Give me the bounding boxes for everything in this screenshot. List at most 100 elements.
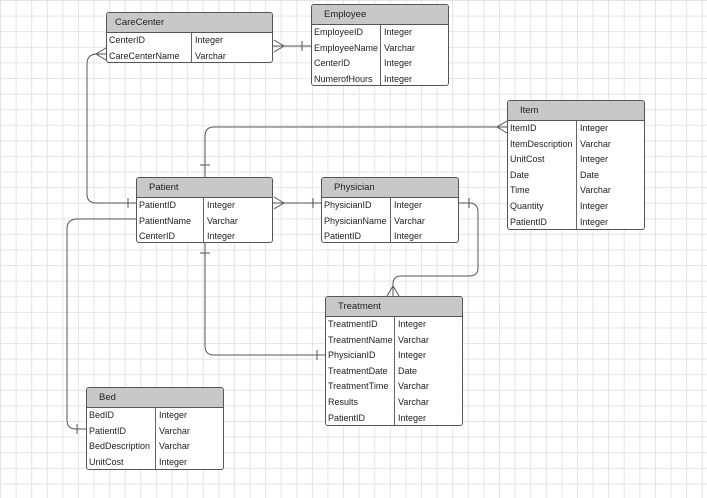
mark-many-treatment [386, 285, 400, 297]
entity-item[interactable]: Item ItemID Integer ItemDescription Varcha… [507, 100, 645, 230]
entity-bed-title: Bed [87, 388, 223, 408]
attribute-row: EmployeeID Integer [312, 25, 448, 41]
attribute-name: PatientID [328, 412, 366, 423]
attribute-name: BedID [89, 410, 115, 420]
attribute-name: PatientID [139, 200, 177, 210]
mark-many-item [496, 120, 508, 134]
attribute-row: BedDescription Varchar [87, 439, 223, 455]
mark-many-carecenter [95, 47, 107, 61]
attribute-type: Varchar [159, 441, 190, 452]
attribute-name: ItemDescription [510, 138, 573, 149]
attribute-type: Integer [398, 412, 427, 423]
attribute-name: PatientID [324, 231, 362, 242]
attribute-type: Varchar [394, 215, 425, 226]
attribute-type: Integer [207, 231, 236, 242]
attribute-name: ItemID [510, 123, 537, 133]
attribute-name: CenterID [109, 35, 146, 45]
attribute-name: BedDescription [89, 441, 151, 452]
attribute-type: Integer [384, 73, 413, 84]
entity-physician[interactable]: Physician PhysicianID Integer PhysicianNa… [321, 177, 459, 243]
attribute-type: Varchar [384, 42, 415, 53]
attribute-name: TreatmentTime [328, 381, 389, 392]
attribute-name: Time [510, 185, 530, 196]
attribute-row: PatientID Integer [322, 229, 458, 242]
rel-patient-treatment [204, 243, 326, 356]
attribute-row: ItemDescription Varchar [508, 137, 644, 153]
attribute-row: CenterID Integer [137, 229, 272, 242]
attribute-type: Integer [580, 123, 609, 133]
attribute-type: Integer [398, 319, 427, 329]
rel-patient-bed [66, 218, 137, 430]
entity-carecenter-title: CareCenter [107, 13, 272, 33]
attribute-row: Quantity Integer [508, 199, 644, 215]
attribute-type: Date [580, 169, 600, 180]
attribute-name: CareCenterName [109, 50, 180, 61]
attribute-row: TreatmentTime Varchar [326, 379, 462, 395]
attribute-name: TreatmentDate [328, 365, 388, 376]
attribute-name: EmployeeID [314, 27, 364, 37]
attribute-type: Integer [580, 200, 609, 211]
attribute-row: PhysicianName Varchar [322, 214, 458, 230]
attribute-name: TreatmentID [328, 319, 378, 329]
attribute-row: PatientID Integer [137, 198, 272, 214]
attribute-row: PatientID Integer [326, 411, 462, 425]
attribute-name: UnitCost [510, 154, 545, 165]
attribute-name: PatientName [139, 215, 192, 226]
attribute-name: PhysicianID [324, 200, 372, 210]
attribute-name: PhysicianName [324, 215, 387, 226]
attribute-name: Results [328, 396, 359, 407]
entity-employee-title: Employee [312, 5, 448, 25]
entity-patient-title: Patient [137, 178, 272, 198]
attribute-type: Integer [580, 216, 609, 227]
attribute-type: Integer [159, 410, 188, 420]
mark-many-employee [273, 39, 285, 53]
attribute-type: Varchar [398, 334, 429, 345]
attribute-type: Integer [384, 27, 413, 37]
attribute-type: Varchar [159, 425, 190, 436]
attribute-row: NumerofHours Integer [312, 72, 448, 85]
attribute-name: PatientID [89, 425, 127, 436]
attribute-type: Varchar [580, 138, 611, 149]
entity-bed[interactable]: Bed BedID Integer PatientID Varchar BedDes… [86, 387, 224, 470]
attribute-type: Integer [394, 200, 423, 210]
attribute-type: Integer [384, 58, 413, 69]
attribute-type: Integer [394, 231, 423, 242]
attribute-type: Varchar [398, 381, 429, 392]
rel-patient-item [204, 126, 508, 177]
attribute-type: Varchar [207, 215, 238, 226]
attribute-row: PhysicianID Integer [322, 198, 458, 214]
rel-carecenter-patient [86, 53, 137, 204]
attribute-type: Integer [207, 200, 236, 210]
attribute-type: Integer [159, 456, 188, 467]
mark-many-patient-ph [273, 196, 285, 210]
entity-item-title: Item [508, 101, 644, 121]
entity-treatment[interactable]: Treatment TreatmentID Integer TreatmentNa… [325, 296, 463, 426]
attribute-name: Quantity [510, 200, 544, 211]
attribute-name: Date [510, 169, 530, 180]
attribute-row: PatientName Varchar [137, 214, 272, 230]
attribute-row: Date Date [508, 168, 644, 184]
entity-physician-title: Physician [322, 178, 458, 198]
entity-patient[interactable]: Patient PatientID Integer PatientName Varc… [136, 177, 273, 243]
attribute-name: CenterID [139, 231, 176, 242]
attribute-type: Integer [398, 350, 427, 361]
attribute-row: ItemID Integer [508, 121, 644, 137]
rel-physician-treatment [392, 202, 479, 297]
attribute-name: UnitCost [89, 456, 124, 467]
entity-treatment-title: Treatment [326, 297, 462, 317]
attribute-name: NumerofHours [314, 73, 373, 84]
